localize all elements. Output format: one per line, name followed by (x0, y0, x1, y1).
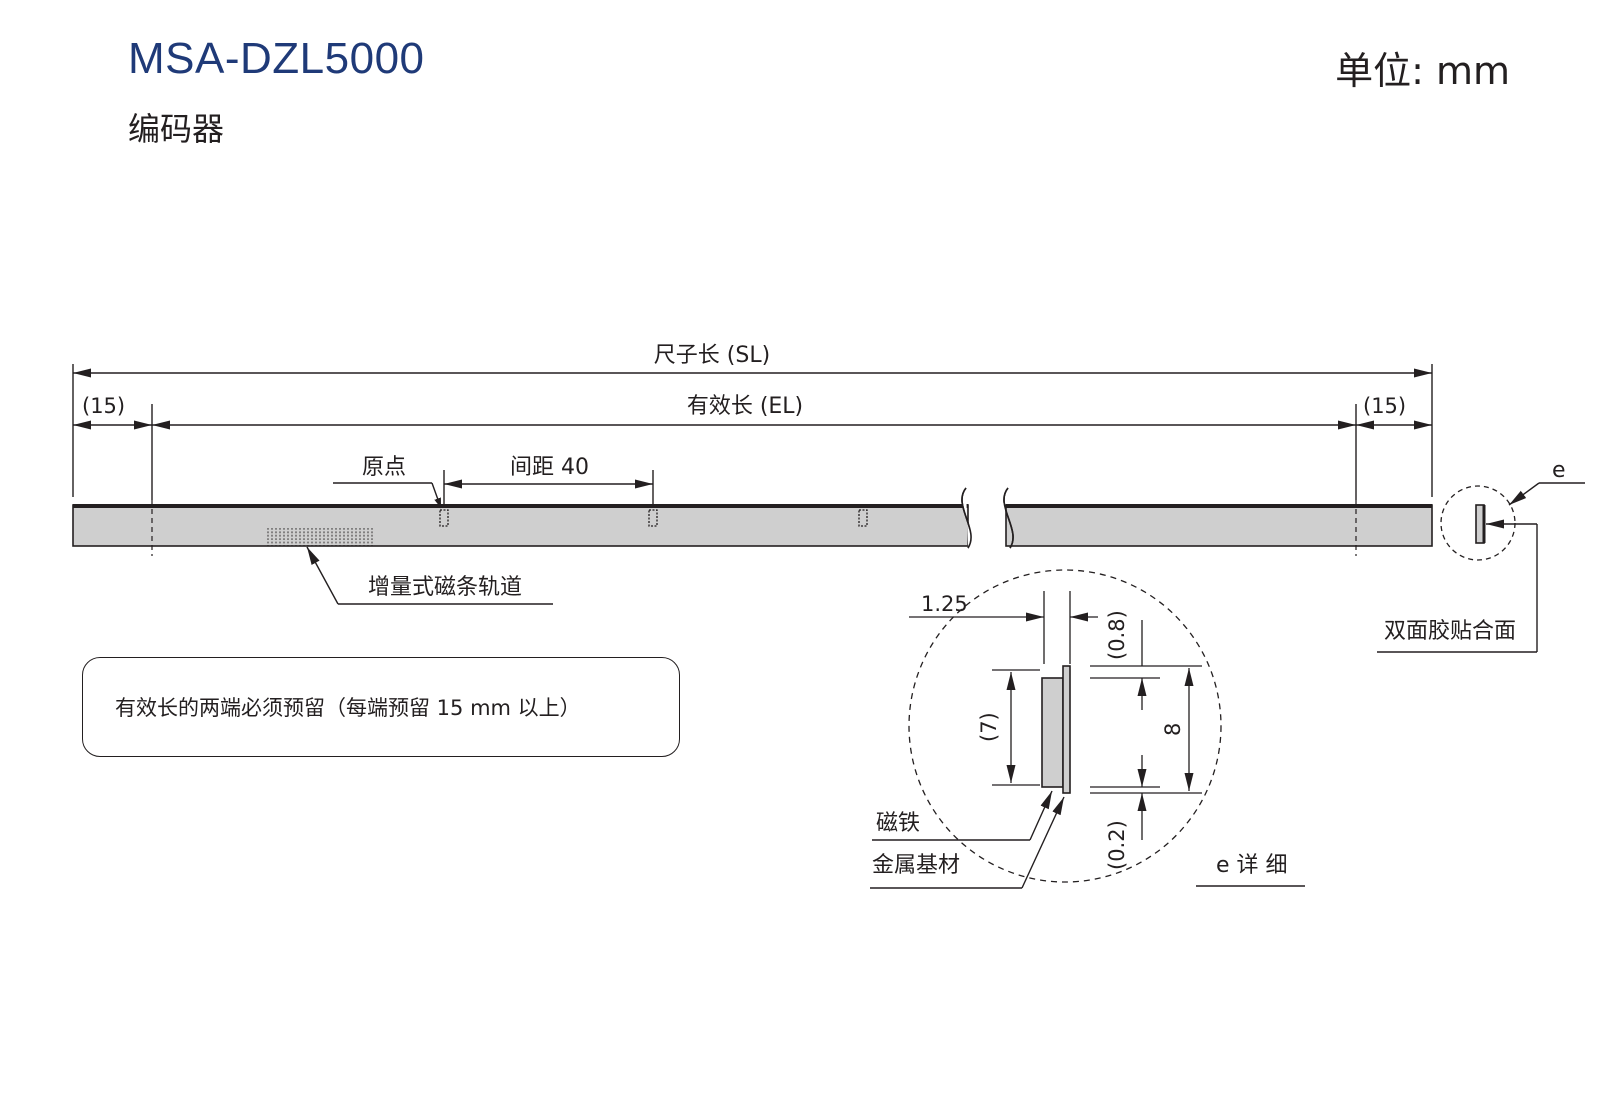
unit-label: 单位: mm (1335, 49, 1510, 93)
scale-length-dimension (72, 364, 1433, 497)
detail-dimensions (909, 591, 1202, 840)
dim-thickness: 1.25 (921, 592, 968, 616)
pitch-dimension (333, 470, 654, 509)
magnet-leader (872, 790, 1053, 841)
encoder-strip (72, 487, 1433, 556)
left-margin-label: (15) (82, 394, 125, 418)
detail-e-leader (1508, 482, 1585, 506)
base-metal-leader (870, 796, 1065, 889)
right-margin-label: (15) (1363, 394, 1406, 418)
effective-length-dimension (151, 404, 1357, 500)
adhesive-leader (1377, 519, 1538, 653)
detail-e-marker: e (1552, 458, 1566, 483)
magnet-label: 磁铁 (876, 811, 920, 836)
adhesive-label: 双面胶贴合面 (1384, 619, 1516, 644)
cross-section (1440, 485, 1516, 561)
dim-top-gap: (0.8) (1105, 610, 1129, 660)
track-leader (306, 546, 553, 605)
origin-label: 原点 (362, 455, 406, 480)
origin-mark (439, 509, 868, 527)
pitch-label: 间距 40 (510, 455, 589, 480)
dim-total-height: 8 (1161, 723, 1185, 736)
effective-length-label: 有效长 (EL) (687, 394, 803, 419)
product-subtitle: 编码器 (128, 110, 225, 148)
note-box: 有效长的两端必须预留（每端预留 15 mm 以上） (82, 657, 680, 757)
track-label: 增量式磁条轨道 (368, 575, 522, 600)
detail-e-view (908, 569, 1222, 883)
detail-caption: e 详 细 (1216, 853, 1288, 878)
incremental-track-pattern (267, 528, 373, 546)
dim-bottom-gap: (0.2) (1105, 820, 1129, 870)
base-metal-label: 金属基材 (872, 853, 960, 878)
scale-length-label: 尺子长 (SL) (654, 343, 770, 368)
note-text: 有效长的两端必须预留（每端预留 15 mm 以上） (115, 696, 581, 720)
dim-magnet-height: (7) (977, 712, 1001, 742)
model-title: MSA-DZL5000 (128, 34, 425, 83)
